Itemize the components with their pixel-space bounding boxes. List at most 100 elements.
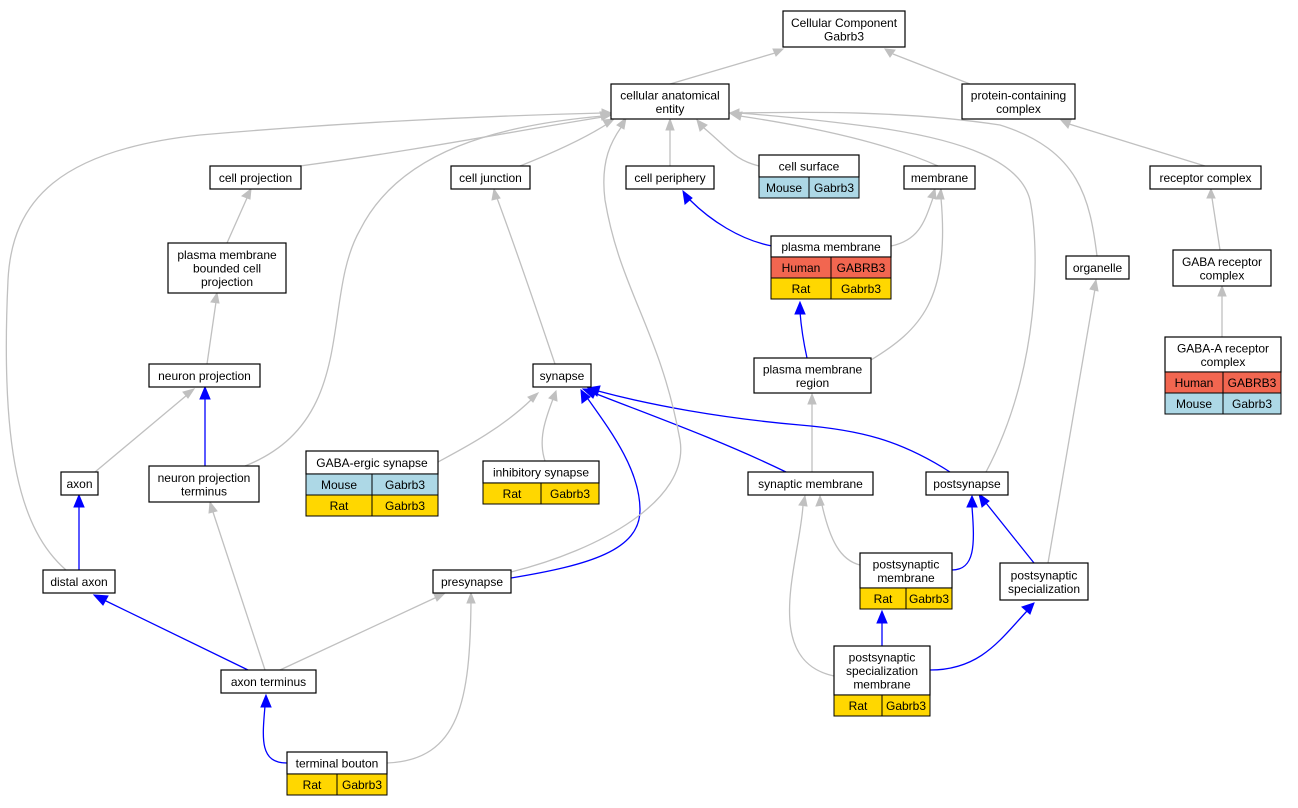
- arrowhead-icon: [1089, 278, 1099, 292]
- edge-line: [94, 394, 188, 473]
- node-box: [42, 569, 116, 594]
- node-box: [925, 471, 1009, 496]
- node-receptor-complex[interactable]: receptor complex: [1149, 165, 1262, 190]
- node-membrane[interactable]: membrane: [903, 165, 976, 190]
- arrowhead-icon: [73, 493, 85, 508]
- edge-pmr-to-membrane: [870, 187, 945, 361]
- edge-synaptic-membrane-to-synapse: [581, 388, 787, 473]
- edge-line: [892, 53, 971, 85]
- edge-line: [244, 115, 604, 467]
- arrowhead-icon: [602, 118, 616, 128]
- node-axon-terminus[interactable]: axon terminus: [220, 669, 317, 694]
- edge-gaba-rc-to-receptor-complex: [1206, 187, 1221, 251]
- edge-plasma-membrane-to-cell-periphery: [682, 189, 773, 247]
- node-cell-junction[interactable]: cell junction: [450, 165, 531, 190]
- edge-terminal-bouton-to-presynapse: [386, 591, 476, 764]
- edge-terminal-bouton-to-axon-terminus: [260, 693, 288, 764]
- gene-label: Gabrb3: [1232, 397, 1272, 411]
- node-label: specialization: [846, 664, 918, 678]
- edge-line: [689, 199, 773, 247]
- node-label: cell projection: [219, 171, 292, 185]
- edge-line: [870, 197, 944, 361]
- arrowhead-icon: [240, 187, 252, 200]
- node-presynapse[interactable]: presynapse: [432, 569, 512, 594]
- gene-label: GABRB3: [837, 261, 886, 275]
- edge-presynapse-to-cae: [510, 116, 682, 573]
- edge-line: [299, 116, 604, 167]
- node-label: complex: [1200, 268, 1245, 282]
- arrowhead-icon: [772, 48, 785, 57]
- node-label: synapse: [540, 369, 585, 383]
- arrowhead-icon: [696, 119, 708, 132]
- edge-cell-junction-to-cae: [519, 118, 616, 167]
- edge-ps-to-postsynapse: [978, 492, 1035, 564]
- node-box: [148, 465, 260, 503]
- node-label: bounded cell: [193, 262, 261, 276]
- edge-cae-to-cellular-component: [669, 48, 785, 85]
- gene-cell: [336, 773, 388, 796]
- arrowhead-icon: [966, 494, 978, 508]
- edge-presynapse-to-synapse: [510, 388, 641, 579]
- arrowhead-icon: [601, 108, 613, 118]
- node-label: region: [796, 376, 829, 390]
- node-label: plasma membrane: [781, 240, 881, 254]
- node-box: [450, 165, 531, 190]
- edge-axon-terminus-to-distal-axon: [92, 594, 249, 671]
- gene-label: Gabrb3: [385, 478, 425, 492]
- gene-cell: [1222, 392, 1282, 415]
- arrowhead-icon: [1206, 187, 1216, 199]
- node-organelle[interactable]: organelle: [1065, 255, 1130, 280]
- edge-npt-to-cae: [244, 111, 613, 467]
- node-postsynapse[interactable]: postsynapse: [925, 471, 1009, 496]
- node-synaptic-membrane[interactable]: synaptic membrane: [747, 471, 874, 496]
- edge-pmbcp-to-cell-projection: [226, 187, 252, 244]
- node-label: cell periphery: [634, 171, 705, 185]
- node-axon[interactable]: axon: [60, 471, 99, 496]
- edge-postsynaptic-membrane-to-synaptic-membrane: [815, 494, 861, 566]
- edge-gaba-a-rc-to-gaba-rc: [1217, 284, 1227, 337]
- arrowhead-icon: [798, 494, 808, 507]
- edge-line: [593, 392, 787, 473]
- species-label: Rat: [874, 592, 893, 606]
- node-synapse[interactable]: synapse: [532, 363, 592, 388]
- node-distal-axon[interactable]: distal axon: [42, 569, 116, 594]
- node-box: [859, 552, 953, 589]
- edge-line: [437, 398, 533, 463]
- arrowhead-icon: [682, 189, 693, 205]
- arrowhead-icon: [616, 116, 627, 130]
- species-label: Human: [782, 261, 821, 275]
- edge-distal-axon-to-cae: [5, 108, 613, 571]
- species-label: Mouse: [1176, 397, 1212, 411]
- edge-line: [739, 115, 939, 167]
- edge-line: [386, 601, 472, 764]
- node-cell-projection[interactable]: cell projection: [209, 165, 302, 190]
- gene-label: Gabrb3: [814, 181, 854, 195]
- arrowhead-icon: [92, 594, 109, 606]
- node-cell-periphery[interactable]: cell periphery: [625, 165, 715, 190]
- gene-label: Gabrb3: [841, 282, 881, 296]
- node-neuron-projection[interactable]: neuron projection: [148, 363, 261, 388]
- arrowhead-icon: [208, 500, 218, 514]
- arrowhead-icon: [978, 492, 990, 508]
- edge-line: [703, 127, 760, 167]
